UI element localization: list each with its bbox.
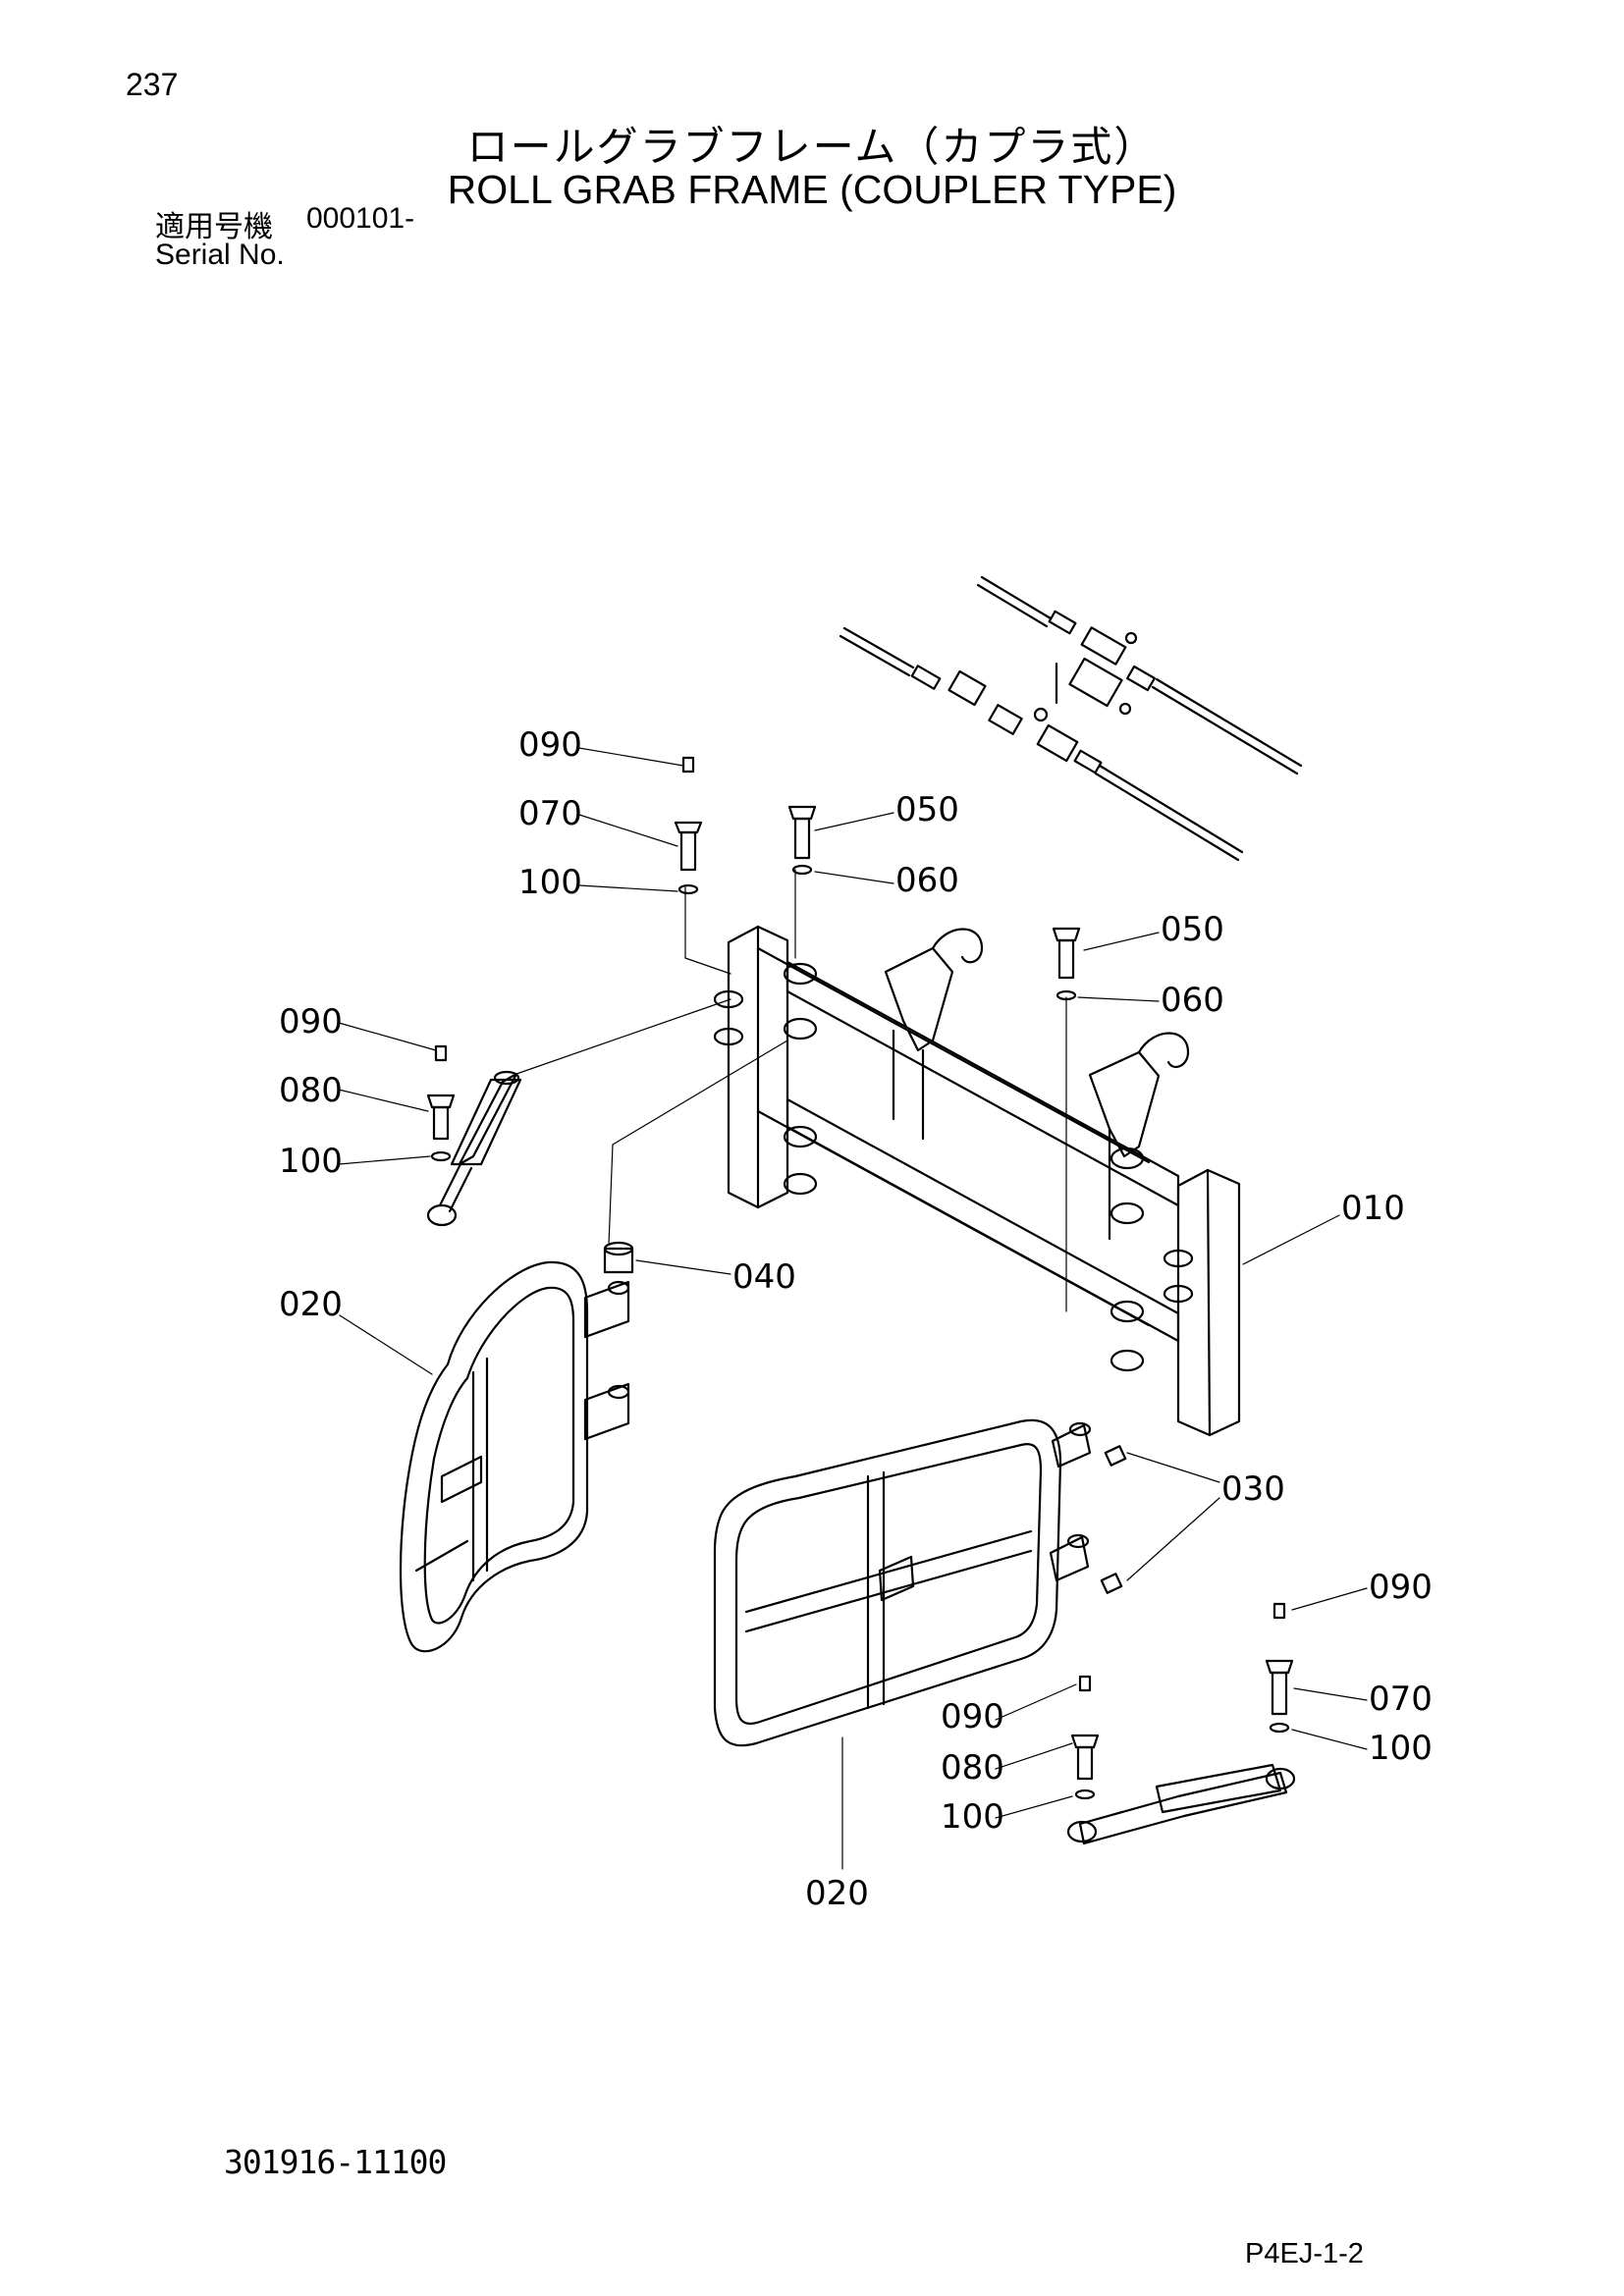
callout-080: 080 <box>279 1071 343 1110</box>
serial-number-value: 000101- <box>306 202 415 235</box>
callout-100: 100 <box>279 1142 343 1181</box>
callout-030: 030 <box>1221 1469 1285 1509</box>
callout-020: 020 <box>805 1874 869 1913</box>
leader-lines <box>338 747 1368 1870</box>
left-grab-arm <box>399 1260 630 1653</box>
right-grab-arm <box>713 1418 1092 1747</box>
pins-and-washers <box>426 756 1294 1800</box>
callout-100: 100 <box>518 863 582 902</box>
serial-label-english: Serial No. <box>155 239 285 271</box>
serial-label-japanese: 適用号機 <box>155 210 273 244</box>
hydraulic-cylinders <box>426 1070 1296 1845</box>
hydraulic-hoses <box>839 575 1303 862</box>
sheet-code: P4EJ-1-2 <box>1245 2238 1364 2269</box>
callout-labels: 090 070 100 050 060 050 060 090 080 100 … <box>279 725 1433 1913</box>
page-title-japanese: ロールグラブフレーム（カプラ式） <box>466 123 1158 171</box>
callout-100: 100 <box>941 1797 1004 1837</box>
callout-090: 090 <box>941 1697 1004 1736</box>
callout-090: 090 <box>279 1002 343 1041</box>
callout-080: 080 <box>941 1748 1004 1788</box>
callout-060: 060 <box>1161 981 1224 1020</box>
callout-060: 060 <box>895 861 959 900</box>
callout-050: 050 <box>1161 910 1224 949</box>
page-title-english: ROLL GRAB FRAME (COUPLER TYPE) <box>447 167 1177 212</box>
callout-050: 050 <box>895 790 959 829</box>
callout-020: 020 <box>279 1285 343 1324</box>
main-frame <box>713 925 1241 1437</box>
callout-090: 090 <box>518 725 582 765</box>
callout-040: 040 <box>732 1257 796 1297</box>
callout-070: 070 <box>1369 1680 1433 1719</box>
callout-090: 090 <box>1369 1568 1433 1607</box>
page-number: 237 <box>126 67 179 102</box>
callout-010: 010 <box>1341 1189 1405 1228</box>
callout-070: 070 <box>518 794 582 833</box>
callout-100: 100 <box>1369 1729 1433 1768</box>
drawing-number: 301916-11100 <box>224 2143 447 2181</box>
